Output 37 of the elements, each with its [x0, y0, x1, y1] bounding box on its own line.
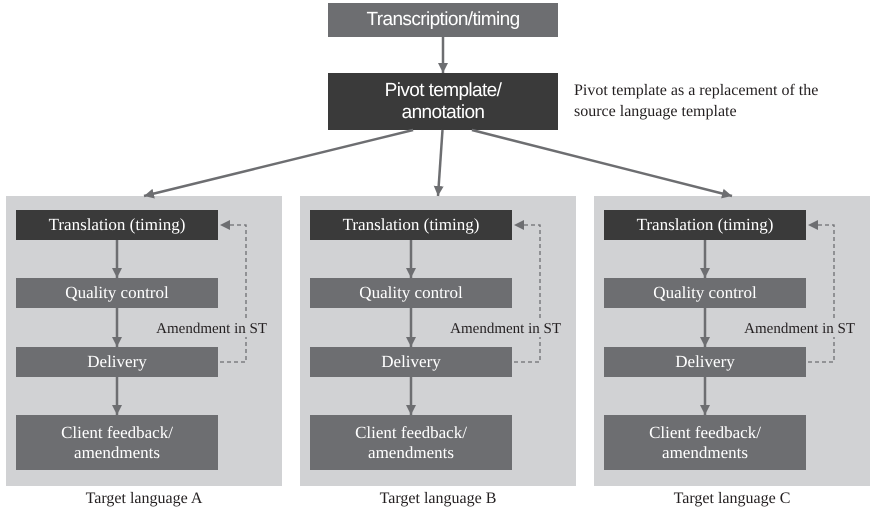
- step-box: Client feedback/ amendments: [310, 415, 512, 470]
- process-box: Pivot template/ annotation: [328, 73, 558, 130]
- step-box: Translation (timing): [16, 210, 218, 240]
- dashed-feedback-arrow: [808, 220, 835, 363]
- arrow: [700, 240, 710, 278]
- step-box: Quality control: [310, 278, 512, 308]
- arrow: [406, 240, 416, 278]
- panel-caption: Target language A: [86, 489, 202, 509]
- annotation-note: Pivot template as a replacement of the source language template: [574, 81, 820, 122]
- arrow: [434, 130, 444, 196]
- step-box: Translation (timing): [604, 210, 806, 240]
- step-box: Client feedback/ amendments: [16, 415, 218, 470]
- step-box: Quality control: [604, 278, 806, 308]
- step-box: Delivery: [604, 347, 806, 377]
- arrow: [112, 240, 122, 278]
- process-box: Transcription/timing: [328, 3, 558, 37]
- panel-caption: Target language C: [674, 489, 790, 509]
- step-box: Quality control: [16, 278, 218, 308]
- panel-caption: Target language B: [380, 489, 496, 509]
- dashed-feedback-arrow: [514, 220, 541, 363]
- arrow: [112, 377, 122, 415]
- arrow: [438, 37, 448, 73]
- arrow: [700, 377, 710, 415]
- arrow: [112, 308, 122, 347]
- arrow: [406, 377, 416, 415]
- arrow: [144, 128, 414, 198]
- step-box: Delivery: [310, 347, 512, 377]
- step-box: Client feedback/ amendments: [604, 415, 806, 470]
- step-box: Delivery: [16, 347, 218, 377]
- arrow: [700, 308, 710, 347]
- arrow: [406, 308, 416, 347]
- arrow: [472, 128, 732, 198]
- dashed-feedback-arrow: [220, 220, 247, 363]
- edge-label: Amendment in ST: [155, 320, 268, 338]
- edge-label: Amendment in ST: [743, 320, 856, 338]
- edge-label: Amendment in ST: [449, 320, 562, 338]
- step-box: Translation (timing): [310, 210, 512, 240]
